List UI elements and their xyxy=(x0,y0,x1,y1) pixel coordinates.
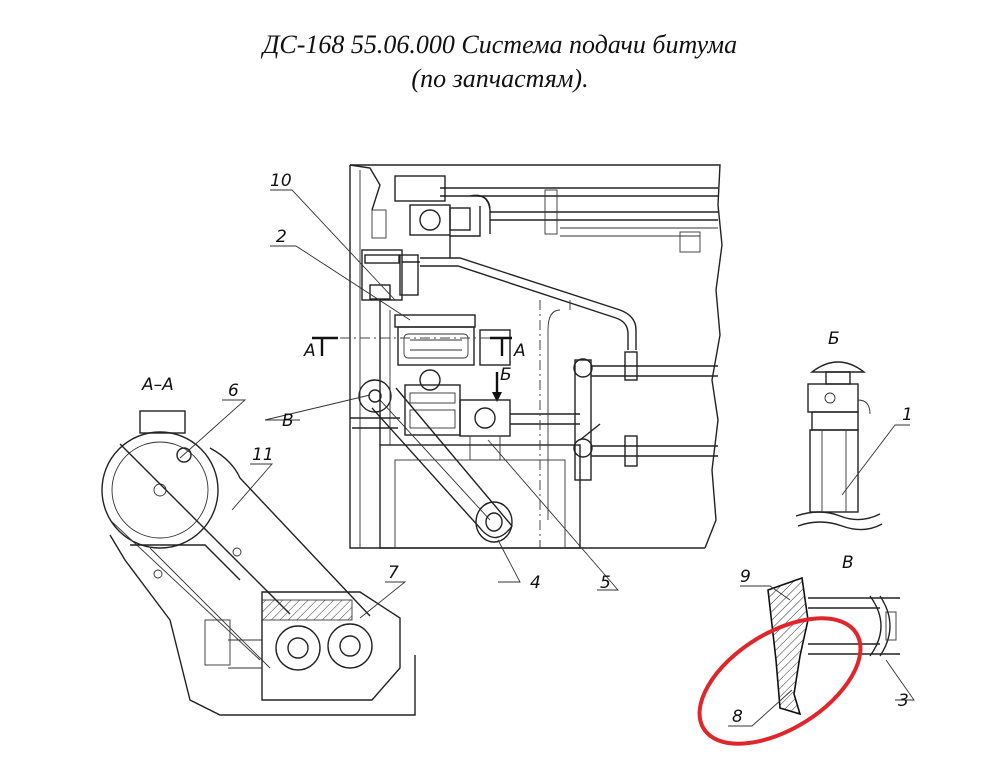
callout-4: 4 xyxy=(530,573,541,593)
labels: 10 2 В 6 11 7 4 5 1 9 3 8 А–А А А Б Б В xyxy=(141,171,913,727)
callout-10: 10 xyxy=(270,171,292,191)
highlight-circle xyxy=(697,616,863,746)
section-a-right-label: А xyxy=(513,341,526,361)
callout-v-arrow: В xyxy=(282,411,294,431)
callout-8: 8 xyxy=(732,707,743,727)
callout-11: 11 xyxy=(252,445,274,465)
main-view xyxy=(312,164,723,549)
leader-lines xyxy=(179,189,915,727)
callout-9: 9 xyxy=(740,567,751,587)
view-b-label: Б xyxy=(828,329,840,349)
section-a-left-label: А xyxy=(303,341,316,361)
callout-3: 3 xyxy=(898,691,909,711)
callout-7: 7 xyxy=(388,563,399,583)
drawing-title-line2: (по запчастям). xyxy=(411,64,589,93)
section-aa-view xyxy=(101,410,416,716)
callout-5: 5 xyxy=(600,573,611,593)
view-v xyxy=(767,576,900,716)
callout-1: 1 xyxy=(902,405,913,425)
callout-6: 6 xyxy=(228,381,239,401)
drawing-title-line1: ДС-168 55.06.000 Система подачи битума xyxy=(262,30,738,59)
callout-2: 2 xyxy=(276,227,287,247)
arrow-b-label: Б xyxy=(500,365,512,385)
view-v-label: В xyxy=(842,553,854,573)
view-b xyxy=(795,361,883,531)
section-aa-label: А–А xyxy=(141,375,174,395)
